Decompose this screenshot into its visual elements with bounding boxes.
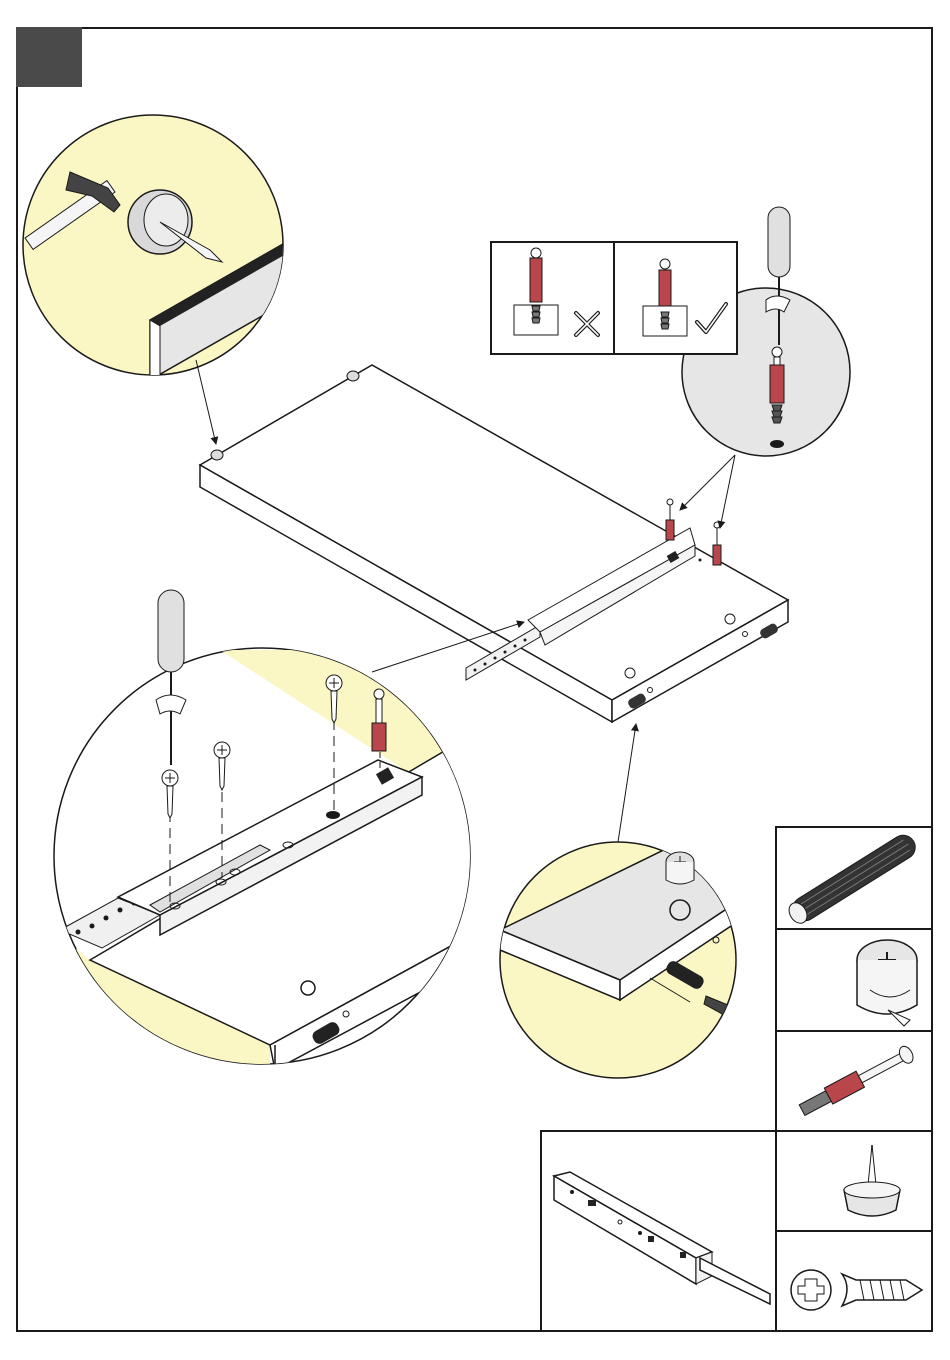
drawer-runner-icon: [554, 1172, 770, 1304]
cross-screw-icon: [791, 1270, 922, 1310]
check-panel: [491, 242, 737, 354]
cam-lock-icon: [666, 852, 694, 884]
furniture-glide-icon: [844, 1145, 900, 1216]
cam-lock-icon: [857, 940, 917, 1026]
callout-cam-dowel: [500, 842, 752, 1091]
callout-hammer-glide: [23, 115, 300, 380]
callout-runner-screws: [40, 590, 480, 1080]
dowel-icon: [785, 831, 920, 928]
connector-bolt-icon: [798, 1044, 916, 1118]
